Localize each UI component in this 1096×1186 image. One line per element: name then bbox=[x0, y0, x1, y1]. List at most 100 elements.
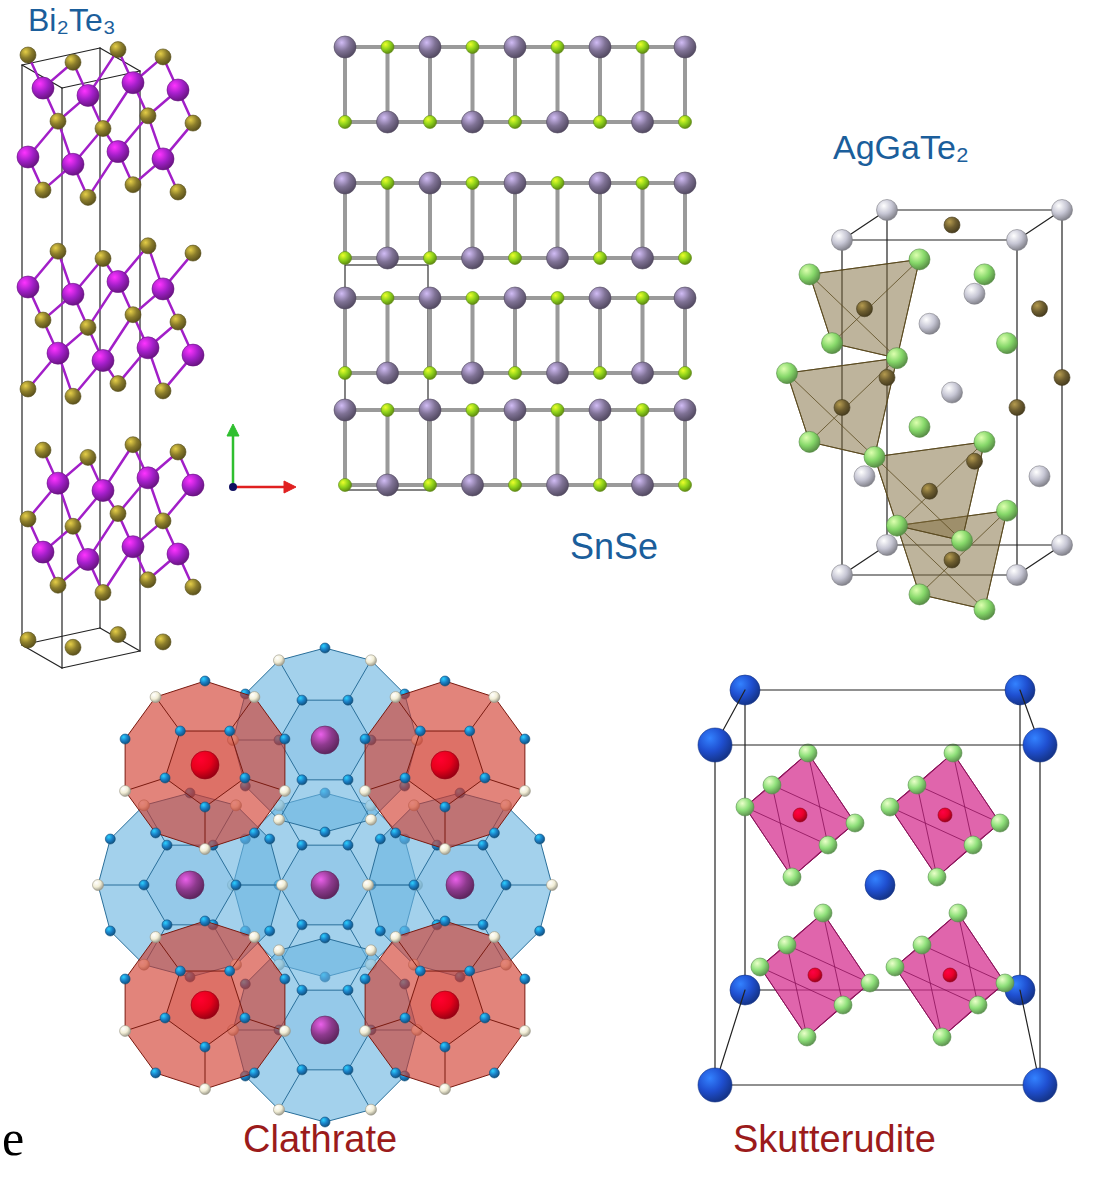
framework-atom bbox=[520, 734, 530, 744]
framework-atom bbox=[478, 840, 488, 850]
te-atom bbox=[95, 121, 111, 137]
framework-atom bbox=[240, 1013, 250, 1023]
te-atom bbox=[185, 115, 201, 131]
ga-atom bbox=[944, 217, 960, 233]
unit-cell-edge bbox=[1019, 690, 1020, 990]
cage-edge bbox=[230, 697, 255, 731]
te-atom bbox=[80, 449, 96, 465]
tetrahedron-edge bbox=[787, 373, 875, 457]
framework-atom bbox=[274, 814, 285, 825]
framework-atom bbox=[360, 785, 371, 796]
coas6-octahedron bbox=[895, 913, 1005, 1037]
se-atom bbox=[679, 479, 692, 492]
sn-atom bbox=[419, 399, 441, 421]
tetrahedron-edge bbox=[810, 358, 898, 442]
framework-atom bbox=[297, 920, 307, 930]
sn-atom bbox=[547, 247, 569, 269]
framework-atom bbox=[343, 775, 353, 785]
tetrahedron-edge bbox=[897, 259, 920, 358]
se-atom bbox=[594, 252, 607, 265]
te-atom bbox=[997, 500, 1018, 521]
te-atom bbox=[777, 363, 798, 384]
se-atom bbox=[466, 292, 479, 305]
framework-atom bbox=[120, 1025, 131, 1036]
framework-atom bbox=[465, 966, 475, 976]
framework-atom bbox=[343, 840, 353, 850]
cage-edge bbox=[205, 1047, 206, 1089]
sb-atom bbox=[814, 904, 832, 922]
cage-edge bbox=[348, 660, 371, 700]
axis-arrowhead bbox=[284, 481, 296, 493]
sn-atom bbox=[674, 399, 696, 421]
cage-edge bbox=[445, 807, 446, 849]
te-atom bbox=[65, 639, 81, 655]
bi-atom bbox=[17, 276, 39, 298]
bi-atom bbox=[167, 79, 189, 101]
structure-label: Skutterudite bbox=[733, 1118, 936, 1162]
sb-atom bbox=[799, 744, 817, 762]
octahedron-edge bbox=[772, 785, 855, 823]
framework-atom bbox=[249, 1068, 259, 1078]
se-atom bbox=[466, 177, 479, 190]
te-atom bbox=[140, 238, 156, 254]
sn-atom bbox=[504, 36, 526, 58]
se-atom bbox=[679, 367, 692, 380]
octahedron-edge bbox=[937, 823, 1000, 877]
se-atom bbox=[551, 41, 564, 54]
te-atom bbox=[95, 585, 111, 601]
blue-cage-face bbox=[414, 845, 506, 925]
sn-atom bbox=[462, 362, 484, 384]
se-atom bbox=[424, 252, 437, 265]
framework-atom bbox=[360, 974, 370, 984]
te-atom bbox=[110, 42, 126, 58]
bi-atom bbox=[47, 342, 69, 364]
guest-atom bbox=[431, 751, 459, 779]
ag-atom bbox=[877, 535, 898, 556]
se-atom bbox=[636, 41, 649, 54]
te-atom bbox=[65, 388, 81, 404]
sn-atom bbox=[504, 399, 526, 421]
framework-atom bbox=[200, 802, 210, 812]
gate-tetrahedron bbox=[810, 259, 920, 358]
framework-atom bbox=[200, 1042, 210, 1052]
te-atom bbox=[799, 264, 820, 285]
framework-atom bbox=[363, 880, 374, 891]
framework-atom bbox=[343, 1065, 353, 1075]
framework-atom bbox=[547, 880, 558, 891]
sn-atom bbox=[462, 111, 484, 133]
se-atom bbox=[339, 367, 352, 380]
clathrate-structure bbox=[93, 643, 558, 1127]
octahedron-edge bbox=[958, 913, 978, 1005]
octahedron-edge bbox=[895, 913, 958, 967]
sb-atom bbox=[913, 936, 931, 954]
sb-atom bbox=[969, 996, 987, 1014]
guest-atom bbox=[311, 871, 339, 899]
ag-atom bbox=[942, 382, 963, 403]
te-atom bbox=[65, 54, 81, 70]
ag-atom bbox=[1052, 200, 1073, 221]
te-atom bbox=[50, 577, 66, 593]
framework-atom bbox=[489, 932, 500, 943]
sb-atom bbox=[834, 996, 852, 1014]
sn-atom bbox=[632, 362, 654, 384]
sn-atom bbox=[547, 474, 569, 496]
framework-atom bbox=[175, 726, 185, 736]
structure-label: Clathrate bbox=[243, 1118, 397, 1162]
te-atom bbox=[909, 584, 930, 605]
bi-atom bbox=[122, 536, 144, 558]
coas6-octahedron bbox=[890, 753, 1000, 877]
cage-edge bbox=[279, 1070, 302, 1110]
ga-atom bbox=[1054, 370, 1070, 386]
cage-edge bbox=[279, 660, 302, 700]
unit-cell-edge bbox=[887, 209, 1062, 210]
sb-atom bbox=[933, 1028, 951, 1046]
bi-atom bbox=[32, 541, 54, 563]
se-atom bbox=[636, 404, 649, 417]
sb-atom bbox=[996, 974, 1014, 992]
framework-atom bbox=[489, 828, 499, 838]
gate-tetrahedron bbox=[875, 442, 985, 541]
framework-atom bbox=[277, 880, 288, 891]
skutterudite-structure bbox=[698, 675, 1057, 1102]
sn-atom bbox=[547, 362, 569, 384]
cage-edge bbox=[396, 697, 421, 731]
